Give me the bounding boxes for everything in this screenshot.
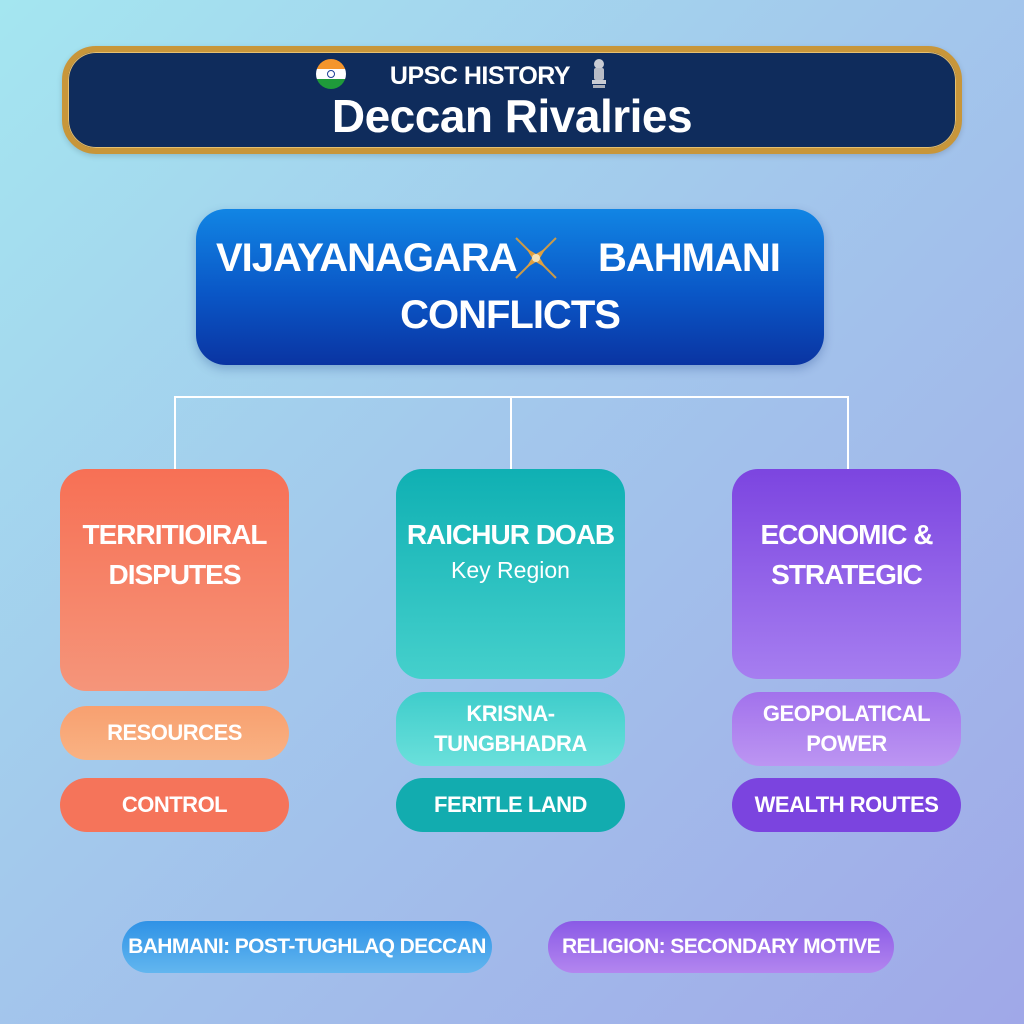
item-label-line1: GEOPOLATICAL — [762, 701, 931, 726]
item-control: CONTROL — [60, 778, 289, 832]
item-label-line2: POWER — [806, 731, 887, 756]
footer-note-religion: RELIGION: SECONDARY MOTIVE — [548, 921, 894, 973]
header-subtitle: UPSC HISTORY — [389, 62, 571, 90]
item-label: FERITLE LAND — [434, 792, 587, 817]
vijayanagara-label: VIJAYANAGARA — [216, 236, 518, 280]
item-fertile-land: FERITLE LAND — [396, 778, 625, 832]
item-wealth-routes: WEALTH ROUTES — [732, 778, 961, 832]
category-raichur-doab: RAICHUR DOAB Key Region — [396, 469, 625, 679]
category-title-line2: DISPUTES — [108, 559, 241, 590]
category-title-line2: STRATEGIC — [771, 559, 923, 590]
item-krishna-tungabhadra: KRISNA- TUNGBHADRA — [396, 692, 625, 766]
category-title-line1: TERRITIOIRAL — [82, 519, 268, 550]
category-economic-strategic: ECONOMIC & STRATEGIC — [732, 469, 961, 679]
main-title-line1: VIJAYANAGARA BAHMANI — [200, 230, 820, 286]
page-title: Deccan Rivalries — [331, 90, 693, 142]
footer-note-label: RELIGION: SECONDARY MOTIVE — [561, 935, 881, 958]
item-label-line1: KRISNA- — [466, 701, 555, 726]
header-banner — [62, 46, 962, 154]
footer-note-label: BAHMANI: POST-TUGHLAQ DECCAN — [128, 935, 486, 958]
category-subtitle: Key Region — [451, 557, 570, 583]
item-label: RESOURCES — [107, 720, 242, 745]
category-territorial-disputes: TERRITIOIRAL DISPUTES — [60, 469, 289, 691]
item-geopolitical-power: GEOPOLATICAL POWER — [732, 692, 961, 766]
main-conflict-box — [196, 209, 824, 365]
item-resources: RESOURCES — [60, 706, 289, 760]
category-title-line1: ECONOMIC & — [760, 519, 934, 550]
connector-center — [510, 396, 512, 470]
india-flag-icon — [316, 59, 346, 89]
connector-left — [174, 396, 176, 470]
category-title: RAICHUR DOAB — [406, 519, 615, 550]
connector-right — [847, 396, 849, 470]
item-label: WEALTH ROUTES — [754, 792, 939, 817]
main-title-line2: CONFLICTS — [400, 293, 621, 337]
footer-note-bahmani: BAHMANI: POST-TUGHLAQ DECCAN — [122, 921, 492, 973]
item-label: CONTROL — [121, 792, 228, 817]
bahmani-label: BAHMANI — [598, 236, 781, 280]
crossed-swords-icon — [515, 237, 557, 279]
national-emblem-icon — [592, 59, 606, 88]
item-label-line2: TUNGBHADRA — [434, 731, 587, 756]
